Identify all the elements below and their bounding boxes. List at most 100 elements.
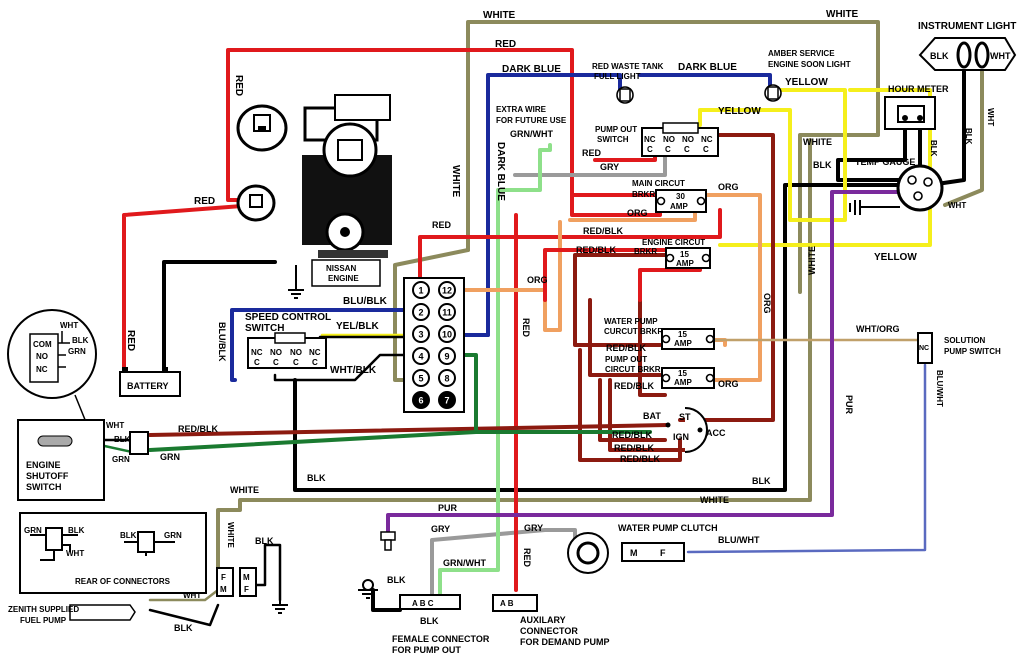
terminal-label-9: 9: [444, 352, 449, 362]
engine-ground-icon: [288, 265, 304, 299]
red-waste-tank-light: RED WASTE TANK FULL LIGHT: [592, 62, 664, 104]
wire-wht-fuel: [148, 588, 220, 602]
rear-connector-2: [137, 531, 155, 553]
wire-red-mid: [418, 208, 722, 292]
wires: [98, 20, 984, 627]
hour-meter: HOUR METER: [884, 84, 949, 130]
lbl-pur-bottom: PUR: [438, 503, 458, 513]
lbl-white-top-right: WHITE: [826, 9, 859, 20]
wire-dark-blue-2: [638, 73, 772, 97]
wire-dark-blue: [486, 73, 622, 337]
ss-nc-2: NC: [309, 348, 321, 357]
wire-redblk-left: [148, 423, 670, 437]
wire-gry-clutch: [543, 528, 577, 542]
aux-connector-box: [492, 594, 538, 612]
switch-detail-leads: [58, 331, 70, 368]
lbl-white-left-v: WHITE: [226, 522, 235, 548]
pump-out-switch-label-1: PUMP OUT: [595, 125, 637, 134]
ss-no-2: NO: [290, 348, 302, 357]
pos-no-2: NO: [682, 135, 694, 144]
lbl-grn-wht-bottom: GRN/WHT: [443, 558, 486, 568]
amber-label-2: ENGINE SOON LIGHT: [768, 60, 851, 69]
red-waste-lamp-pins: [619, 88, 631, 102]
lbl-white-bottom: WHITE: [700, 495, 729, 505]
engine-shutoff-switch: ENGINE SHUTOFF SWITCH WHT BLK GRN: [17, 419, 149, 501]
switch-detail: COM NO NC WHT BLK GRN: [7, 309, 97, 433]
amber-service-light: AMBER SERVICE ENGINE SOON LIGHT: [764, 49, 851, 102]
main-circuit-breaker: MAIN CIRCUT BRKR 30 AMP: [632, 179, 707, 213]
water-pump-label-1: WATER PUMP: [604, 317, 658, 326]
instrument-light-pin-1: [956, 41, 972, 69]
engine-circuit-label-1: ENGINE CIRCUT: [642, 238, 705, 247]
clutch-f: F: [660, 548, 666, 558]
ignition-body: [684, 407, 708, 453]
terminal-3: [412, 325, 430, 343]
lbl-org-3: ORG: [527, 275, 548, 285]
terminal-7: [438, 391, 456, 409]
main-breaker-box: [655, 189, 707, 213]
lbl-white-left-bottom: WHITE: [230, 485, 259, 495]
lbl-dark-blue-v: DARK BLUE: [495, 142, 506, 201]
terminal-label-12: 12: [442, 286, 452, 296]
lbl-white-right-1: WHITE: [803, 137, 832, 147]
clutch-hub: [576, 541, 600, 565]
lbl-pur-v: PUR: [844, 395, 854, 415]
terminal-label-1: 1: [418, 286, 423, 296]
switch-detail-box: [29, 333, 59, 383]
lbl-blk-connector2: BLK: [420, 616, 439, 626]
terminal-1: [412, 281, 430, 299]
pump-out-breaker-term-1: [661, 373, 671, 383]
lbl-red-blk-5: RED/BLK: [612, 430, 652, 440]
pur-end: [380, 531, 396, 551]
female-label-1: FEMALE CONNECTOR: [392, 634, 490, 644]
pur-plug-tip: [384, 539, 392, 551]
pump-out-circuit-label-1: PUMP OUT: [605, 355, 647, 364]
wire-white-right: [798, 133, 880, 294]
lbl-blu-blk: BLU/BLK: [343, 296, 388, 307]
fuel-pump-body: [69, 604, 136, 621]
temp-gauge-terminal-1: [907, 175, 917, 185]
engine-pulley-center: [337, 139, 363, 161]
wire-redblk-2: [573, 298, 662, 347]
clutch-connector: [621, 542, 685, 562]
terminal-2: [412, 303, 430, 321]
female-label-2: FOR PUMP OUT: [392, 645, 461, 655]
solution-pump-switch: NC SOLUTION PUMP SWITCH: [917, 332, 1001, 364]
wire-blk-fm: [246, 543, 282, 602]
ign-st-label: ST: [679, 412, 691, 422]
lbl-blk-temp: BLK: [813, 160, 832, 170]
engine-outlet-top: [236, 104, 288, 152]
nissan-engine: NISSAN ENGINE: [288, 94, 392, 299]
wire-redblk-1: [573, 253, 672, 302]
lbl-wht-blk: WHT/BLK: [330, 365, 377, 376]
terminal-label-7: 7: [444, 396, 449, 406]
temp-gauge-label: TEMP GAUGE: [855, 157, 915, 167]
mf-f: F: [244, 585, 249, 594]
lbl-red-left-h: RED: [194, 196, 215, 207]
lbl-blk-fm: BLK: [255, 536, 274, 546]
engine-label-box: [311, 259, 381, 287]
female-wire-end: [362, 579, 374, 591]
terminal-6: [412, 391, 430, 409]
temp-gauge-ground-icon: [849, 200, 900, 215]
wire-org-main: [698, 193, 762, 382]
rear-c2-grn: GRN: [164, 531, 182, 540]
instrument-light-label: INSTRUMENT LIGHT: [918, 21, 1016, 32]
pos-c-3: C: [684, 145, 690, 154]
lbl-blk-connector: BLK: [387, 575, 406, 585]
wire-grn-wht: [438, 143, 552, 600]
zenith-label-1: ZENITH SUPPLIED: [8, 605, 79, 614]
pos-nc-1: NC: [644, 135, 656, 144]
lbl-blu-wht-v: BLU/WHT: [935, 370, 944, 407]
main-amp-value: 30: [676, 192, 685, 201]
lbl-yel-blk: YEL/BLK: [336, 321, 380, 332]
switch-detail-blk: BLK: [72, 336, 89, 345]
hour-meter-label: HOUR METER: [888, 84, 949, 94]
wire-redblk-3: [588, 298, 662, 377]
red-waste-label-1: RED WASTE TANK: [592, 62, 664, 71]
water-breaker-term-1: [661, 334, 671, 344]
lbl-red-near-sw: RED: [582, 148, 602, 158]
shutoff-label-3: SWITCH: [26, 482, 62, 492]
shutoff-box: [17, 419, 105, 501]
